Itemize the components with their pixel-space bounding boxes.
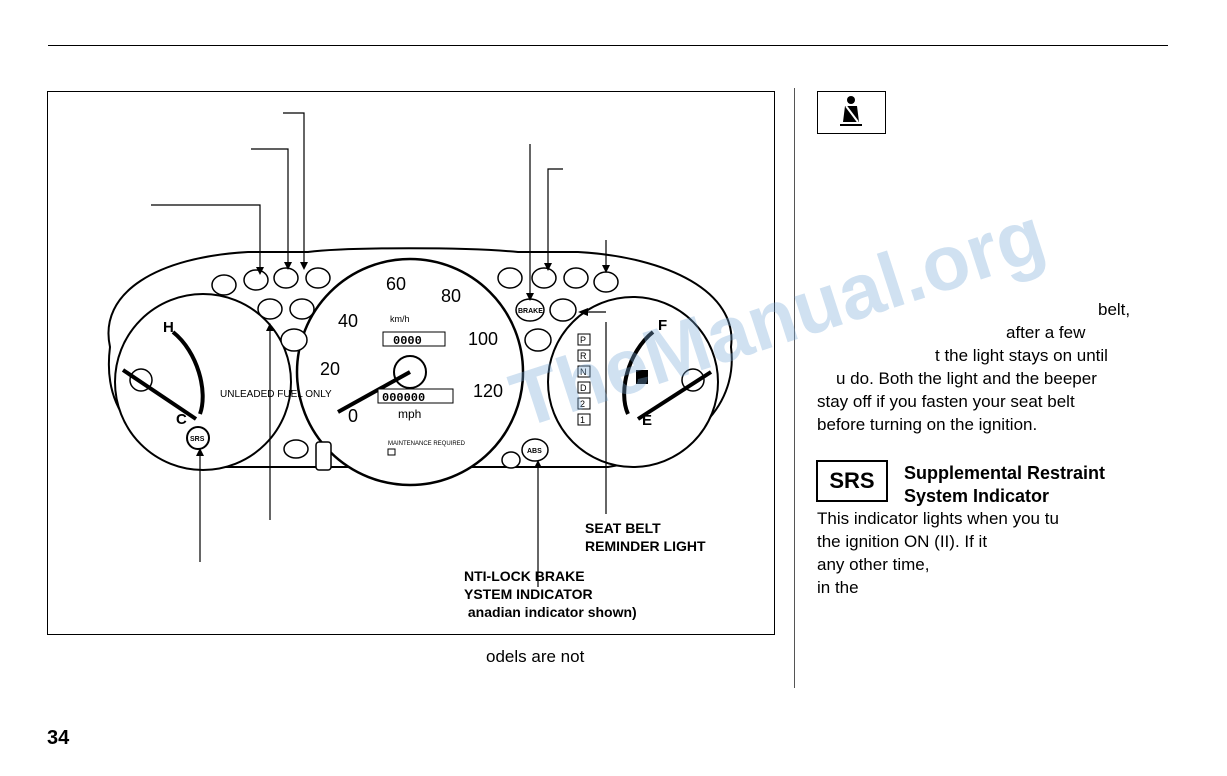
abs-callout-line1: NTI-LOCK BRAKE xyxy=(464,568,585,584)
fuel-gauge-arc xyxy=(622,330,655,415)
seat-belt-text-6: before turning on the ignition. xyxy=(817,415,1038,434)
temp-cold-label: C xyxy=(176,411,187,428)
mph-tick-20: 20 xyxy=(320,359,340,379)
seat-belt-symbol-box xyxy=(817,91,886,134)
gear-2: 2 xyxy=(580,399,585,409)
top-rule xyxy=(48,45,1168,46)
seat-belt-text-2: after a few xyxy=(1006,323,1086,342)
maintenance-label: MAINTENANCE REQUIRED xyxy=(388,441,466,447)
temp-hot-label: H xyxy=(163,319,174,336)
mph-tick-60: 60 xyxy=(386,274,406,294)
fuel-empty-label: E xyxy=(642,412,652,429)
mph-tick-0: 0 xyxy=(348,406,358,426)
srs-indicator-icon xyxy=(186,426,210,450)
seat-belt-callout-line1: SEAT BELT xyxy=(585,520,661,536)
trip-meter-digits: 0000 xyxy=(393,334,422,348)
indicator-lamps xyxy=(211,267,619,471)
srs-heading: Supplemental Restraint System Indicator xyxy=(904,462,1105,508)
mph-tick-80: 80 xyxy=(441,286,461,306)
kmh-label: km/h xyxy=(390,314,410,324)
abs-indicator-label: ABS xyxy=(527,448,542,455)
leader-arrowheads xyxy=(196,262,610,468)
srs-body-3: any other time, xyxy=(817,555,930,574)
mph-unit: mph xyxy=(398,407,421,421)
fuel-pump-icon xyxy=(636,370,648,384)
gear-d: D xyxy=(580,383,587,393)
seat-belt-icon xyxy=(840,96,862,126)
seat-belt-callout-line2: REMINDER LIGHT xyxy=(585,538,706,554)
seat-belt-text-4: u do. Both the light and the beeper xyxy=(836,369,1097,388)
mph-tick-100: 100 xyxy=(468,329,498,349)
seat-belt-text-5: stay off if you fasten your seat belt xyxy=(817,392,1075,411)
temp-gauge-arc xyxy=(171,330,205,415)
abs-callout-line2: YSTEM INDICATOR xyxy=(464,586,593,602)
srs-body-2: the ignition ON (II). If it xyxy=(817,532,988,551)
gear-indicator-stack xyxy=(577,333,591,426)
srs-heading-line2: System Indicator xyxy=(904,486,1050,506)
trip-meter xyxy=(382,331,446,347)
odometer xyxy=(377,388,454,404)
page-number: 34 xyxy=(47,727,70,749)
abs-callout-line3: anadian indicator shown) xyxy=(464,604,637,620)
seat-belt-text-3: t the light stays on until xyxy=(935,346,1108,365)
speedometer-needle xyxy=(337,370,411,414)
brake-indicator-label: BRAKE xyxy=(518,308,543,315)
srs-heading-line1: Supplemental Restraint xyxy=(904,463,1106,483)
gear-1: 1 xyxy=(580,415,585,425)
figure-caption: odels are not xyxy=(486,647,585,666)
leader-lines xyxy=(151,112,607,587)
maintenance-lamp xyxy=(387,448,396,456)
fuel-gauge-needle xyxy=(636,370,713,421)
srs-badge: SRS xyxy=(816,460,888,502)
unleaded-label: UNLEADED FUEL ONLY xyxy=(220,389,332,400)
gear-r: R xyxy=(580,351,587,361)
column-divider xyxy=(794,88,795,688)
fuel-full-label: F xyxy=(658,317,667,334)
gear-p: P xyxy=(580,335,586,345)
srs-body-1: This indicator lights when you tu xyxy=(817,509,1059,528)
srs-body-4: in the xyxy=(817,578,859,597)
mph-tick-40: 40 xyxy=(338,311,358,331)
srs-icon-label: SRS xyxy=(190,436,205,443)
seat-belt-text-1: belt, xyxy=(1098,300,1131,319)
instrument-panel-drawing: 0 20 40 60 80 100 120 km/h 0000 000000 m… xyxy=(107,112,733,587)
odometer-digits: 000000 xyxy=(382,391,425,405)
temp-gauge-needle xyxy=(121,368,198,421)
gear-n: N xyxy=(580,367,587,377)
mph-tick-120: 120 xyxy=(473,381,503,401)
instrument-panel-figure: 0 20 40 60 80 100 120 km/h 0000 000000 m… xyxy=(47,91,775,635)
